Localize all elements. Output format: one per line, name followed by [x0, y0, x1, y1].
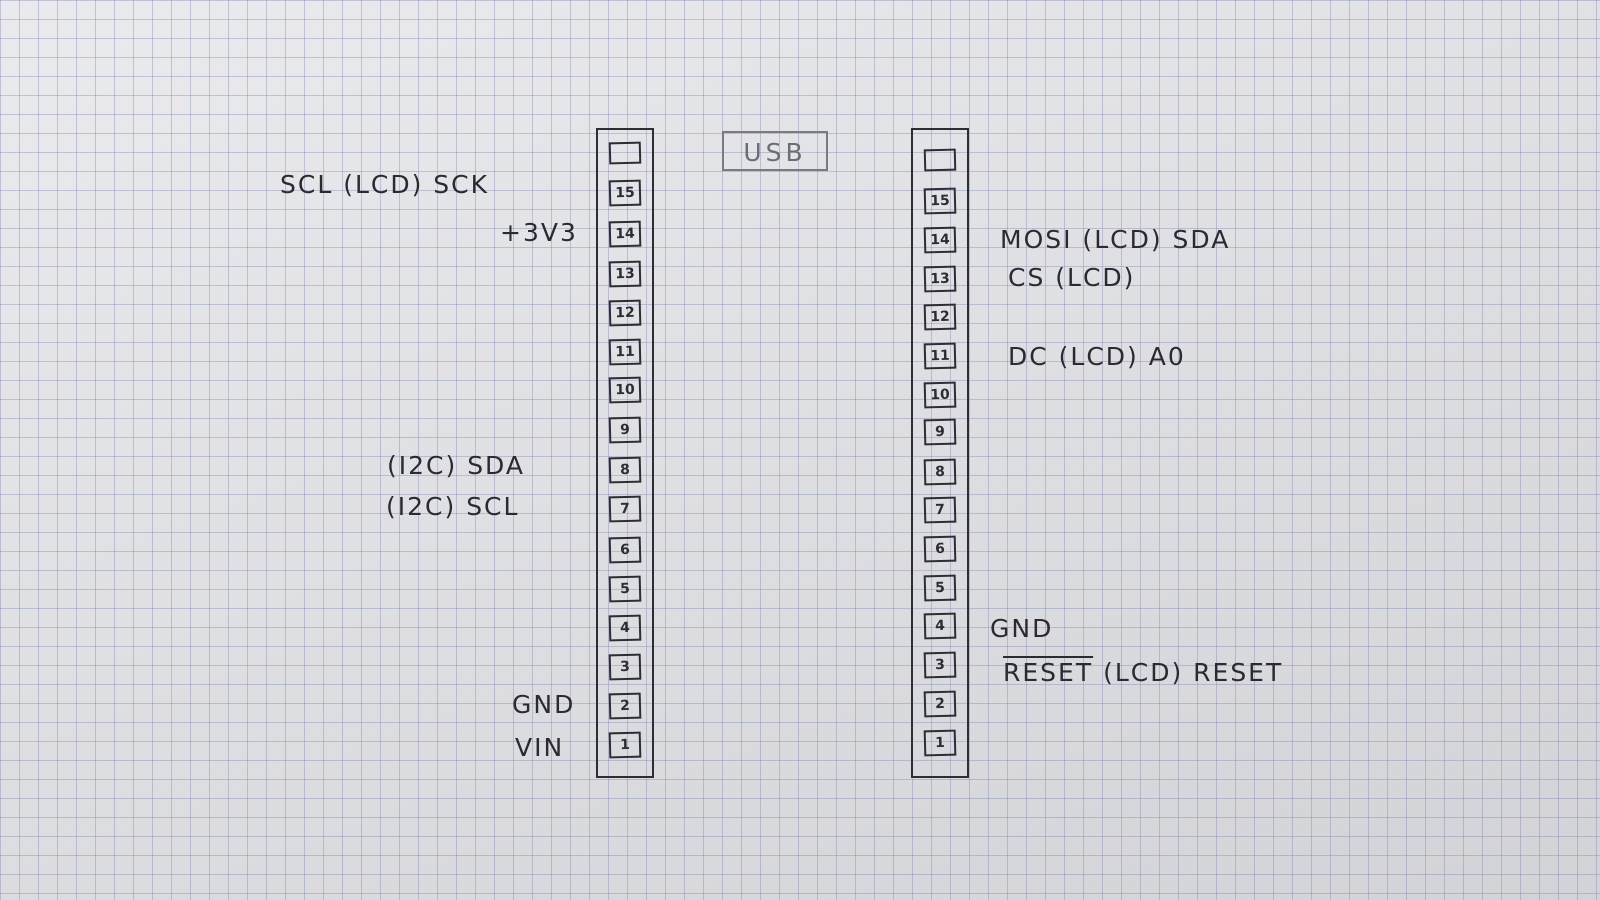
label-reset-rest: (LCD) RESET	[1103, 658, 1284, 687]
label-i2c-scl: (I2C) SCL	[386, 492, 520, 521]
label-cs: CS (LCD)	[1008, 263, 1136, 292]
label-3v3: +3V3	[500, 218, 578, 247]
pin: 1	[608, 731, 642, 759]
label-scl-sck: SCL (LCD) SCK	[280, 170, 490, 199]
pin: 11	[923, 342, 957, 370]
pin: 5	[923, 574, 957, 602]
label-i2c-sda: (I2C) SDA	[387, 451, 525, 480]
pin: 8	[923, 458, 957, 486]
pin: 13	[923, 265, 957, 293]
pin: 14	[608, 220, 642, 248]
label-vin: VIN	[515, 733, 565, 762]
pin: 10	[923, 381, 957, 409]
pin: 8	[608, 456, 642, 484]
pin: 5	[608, 575, 642, 603]
pin: 4	[608, 614, 642, 642]
pin: 2	[608, 692, 642, 720]
pin: 9	[923, 418, 957, 446]
left-pin-header: 15 14 13 12 11 10 9 8 7 6 5 4 3 2 1	[596, 128, 654, 778]
pin: 9	[608, 416, 642, 444]
label-gnd-right: GND	[990, 614, 1054, 643]
pin: 13	[608, 260, 642, 288]
pin: 12	[923, 303, 957, 331]
pin: 14	[923, 226, 957, 254]
pin: 11	[608, 338, 642, 366]
pin: 2	[923, 690, 957, 718]
pin: 3	[923, 651, 957, 679]
pin: 4	[923, 612, 957, 640]
pin: 7	[923, 496, 957, 524]
pin: 7	[608, 495, 642, 523]
pin-blank	[923, 148, 957, 172]
pin: 15	[923, 187, 957, 215]
pin: 15	[608, 179, 642, 207]
pin: 10	[608, 376, 642, 404]
pin: 1	[923, 729, 957, 757]
pin: 12	[608, 299, 642, 327]
label-gnd-left: GND	[512, 690, 576, 719]
pin-blank	[608, 141, 642, 165]
usb-label: USB	[743, 138, 807, 167]
label-reset-main: RESET	[1003, 658, 1094, 687]
pin: 3	[608, 653, 642, 681]
label-dc-a0: DC (LCD) A0	[1008, 342, 1186, 371]
pin: 6	[608, 536, 642, 564]
usb-connector: USB	[722, 131, 828, 171]
right-pin-header: 15 14 13 12 11 10 9 8 7 6 5 4 3 2 1	[911, 128, 969, 778]
label-reset: RESET (LCD) RESET	[1003, 658, 1283, 687]
label-mosi-sda: MOSI (LCD) SDA	[1000, 225, 1231, 254]
pin: 6	[923, 535, 957, 563]
